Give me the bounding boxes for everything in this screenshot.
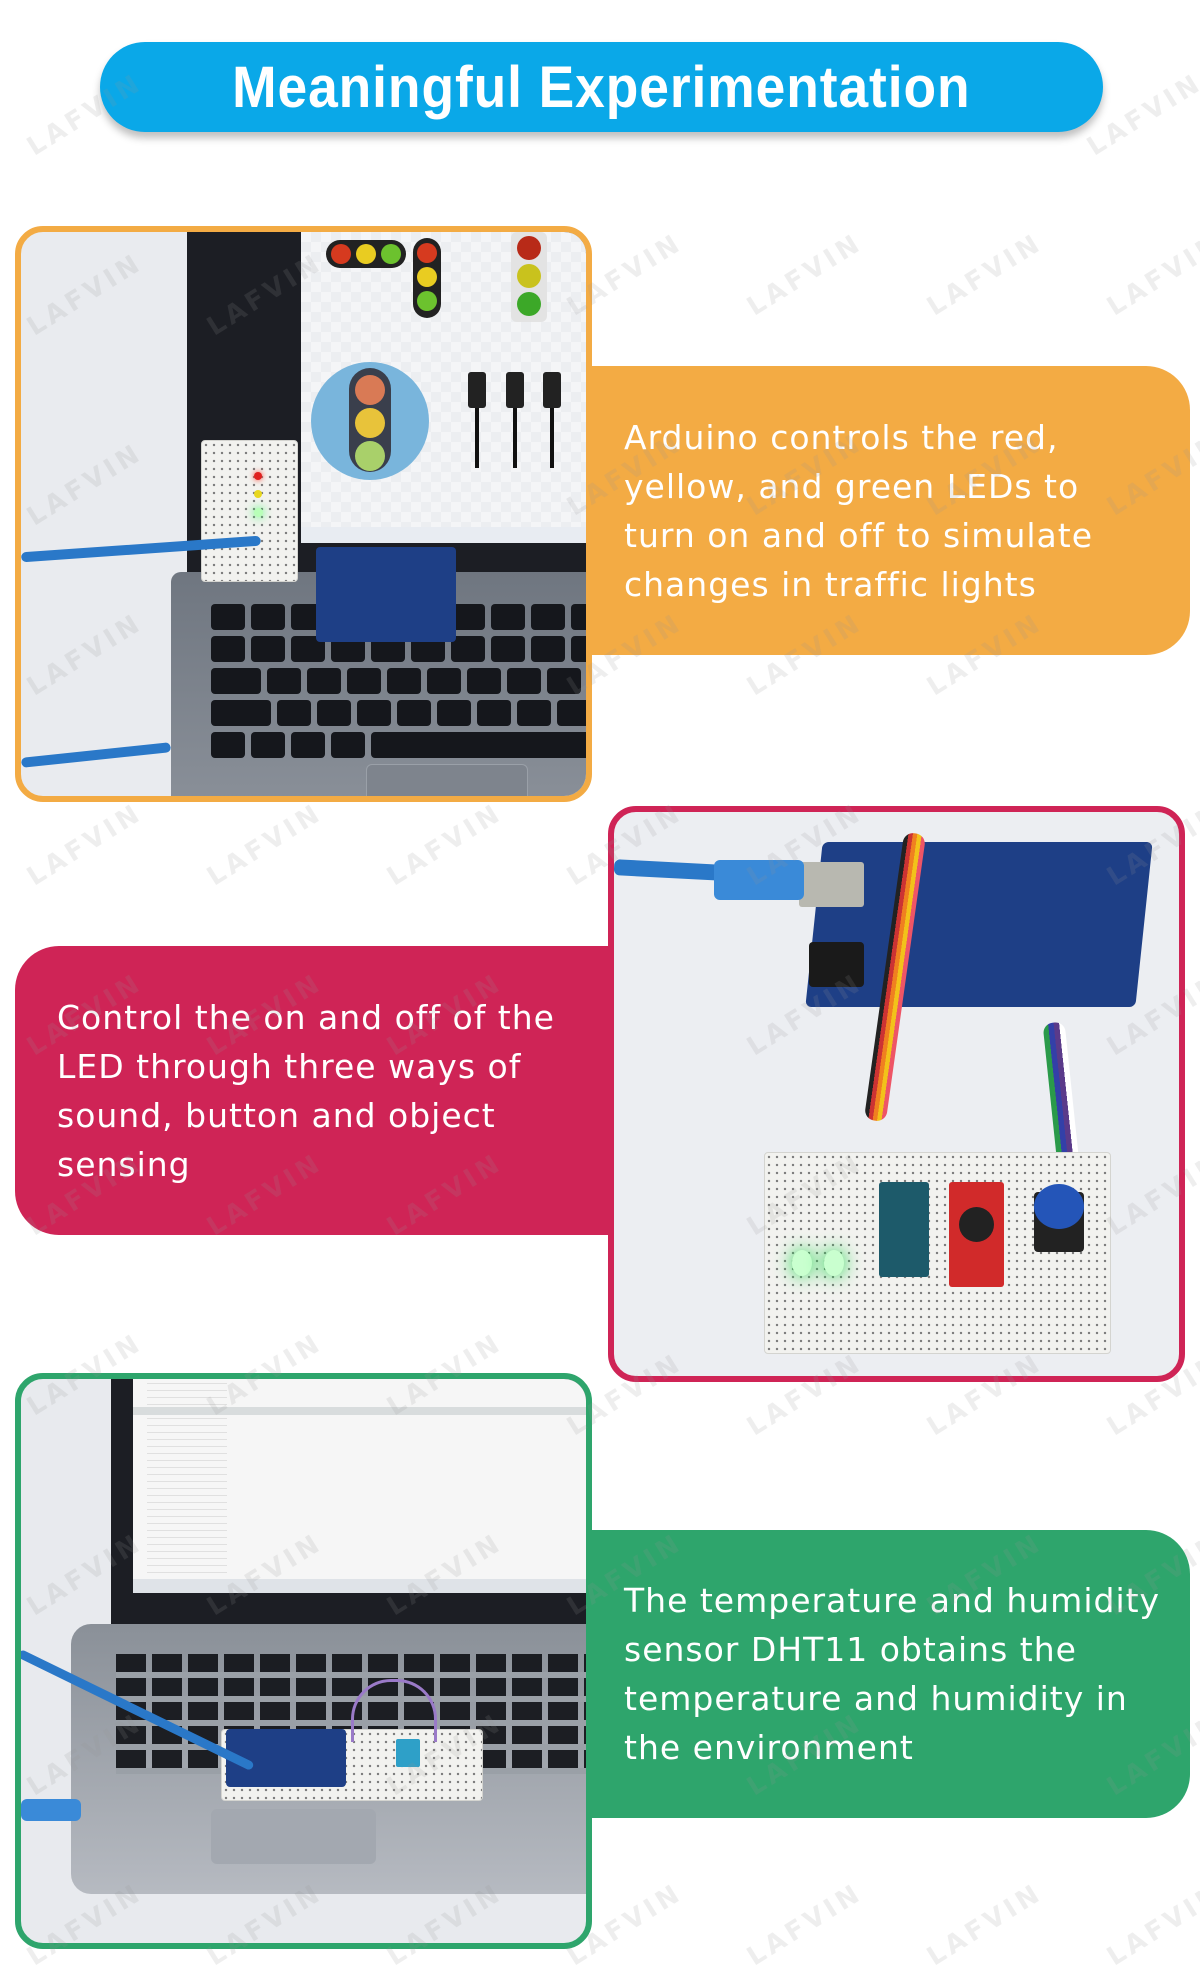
serial-monitor-tab bbox=[133, 1407, 586, 1415]
green-led bbox=[254, 508, 263, 517]
microphone bbox=[959, 1207, 994, 1242]
dht11-description: The temperature and humidity sensor DHT1… bbox=[624, 1581, 1161, 1767]
watermark: LAFVIN bbox=[381, 797, 509, 893]
arduino-uno-board bbox=[316, 547, 456, 642]
obstacle-sensor-module bbox=[879, 1182, 929, 1277]
taskbar bbox=[301, 527, 586, 543]
green-led bbox=[824, 1250, 844, 1276]
red-light-icon bbox=[517, 236, 541, 260]
watermark: LAFVIN bbox=[21, 797, 149, 893]
taskbar bbox=[133, 1579, 586, 1593]
usb-cable bbox=[614, 859, 725, 881]
red-led bbox=[254, 472, 262, 480]
usb-plug bbox=[21, 1799, 81, 1821]
green-led bbox=[792, 1250, 812, 1276]
pole-icon bbox=[475, 408, 479, 468]
touchpad bbox=[211, 1809, 376, 1864]
led-control-photo bbox=[608, 806, 1185, 1382]
usb-plug bbox=[714, 860, 804, 900]
touchpad bbox=[366, 764, 528, 796]
green-light-icon bbox=[381, 244, 401, 264]
yellow-light-icon bbox=[355, 408, 385, 438]
pedestrian-light-icon bbox=[543, 372, 561, 408]
watermark: LAFVIN bbox=[201, 797, 329, 893]
pole-icon bbox=[513, 408, 517, 468]
yellow-light-icon bbox=[356, 244, 376, 264]
led-control-callout: Control the on and off of the LED throug… bbox=[15, 946, 612, 1235]
traffic-lights-description: Arduino controls the red, yellow, and gr… bbox=[624, 417, 1094, 604]
power-jack bbox=[809, 942, 864, 987]
yellow-led bbox=[254, 490, 262, 498]
watermark: LAFVIN bbox=[1101, 227, 1200, 323]
dht11-sensor bbox=[396, 1739, 420, 1767]
traffic-lights-callout: Arduino controls the red, yellow, and gr… bbox=[590, 366, 1190, 655]
red-light-icon bbox=[417, 243, 437, 263]
red-light-icon bbox=[331, 244, 351, 264]
dht11-photo bbox=[15, 1373, 592, 1949]
led-control-description: Control the on and off of the LED throug… bbox=[57, 997, 555, 1184]
watermark: LAFVIN bbox=[921, 1877, 1049, 1973]
dht11-callout: The temperature and humidity sensor DHT1… bbox=[590, 1530, 1190, 1818]
yellow-light-icon bbox=[517, 264, 541, 288]
green-light-icon bbox=[355, 441, 385, 471]
push-button-cap bbox=[1034, 1184, 1084, 1229]
watermark: LAFVIN bbox=[1101, 1877, 1200, 1973]
breadboard bbox=[201, 440, 298, 582]
pole-traffic-light-icon bbox=[468, 372, 486, 408]
red-light-icon bbox=[355, 375, 385, 405]
yellow-light-icon bbox=[417, 267, 437, 287]
header-banner: Meaningful Experimentation bbox=[100, 42, 1103, 132]
jumper-wire bbox=[351, 1679, 437, 1742]
watermark: LAFVIN bbox=[741, 1877, 869, 1973]
traffic-lights-photo bbox=[15, 226, 592, 802]
pole-icon bbox=[550, 408, 554, 468]
watermark: LAFVIN bbox=[741, 227, 869, 323]
page-title: Meaningful Experimentation bbox=[232, 54, 971, 120]
green-light-icon bbox=[417, 291, 437, 311]
green-light-icon bbox=[517, 292, 541, 316]
watermark: LAFVIN bbox=[921, 227, 1049, 323]
usb-connector bbox=[799, 862, 864, 907]
pole-traffic-light-icon bbox=[506, 372, 524, 408]
breadboard bbox=[764, 1152, 1111, 1354]
usb-cable bbox=[21, 742, 172, 768]
